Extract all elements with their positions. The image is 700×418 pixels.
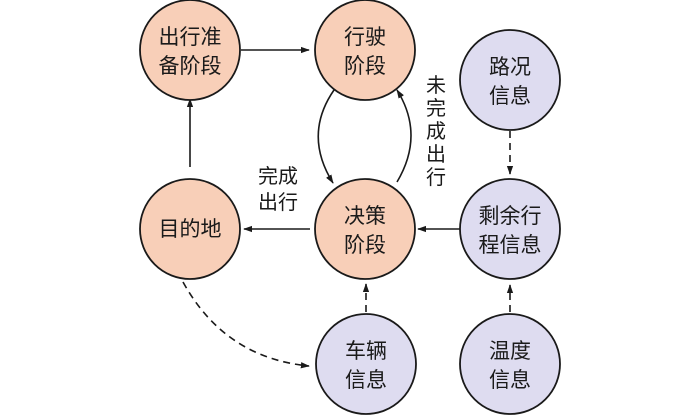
node-destination-circle (139, 178, 241, 280)
label-not-complete-char: 行 (426, 165, 446, 189)
edge-driving-to-decision (317, 89, 335, 184)
label-complete-line2: 出行 (258, 190, 298, 214)
node-road-line2: 信息 (489, 84, 531, 108)
label-not-complete-char: 完 (426, 96, 446, 120)
node-driving-circle (314, 0, 416, 101)
node-remaining-line2: 程信息 (479, 233, 542, 257)
node-driving: 行驶 阶段 (314, 0, 416, 101)
label-complete-line1: 完成 (258, 164, 298, 188)
node-road-circle (459, 29, 561, 131)
node-road-line1: 路况 (489, 55, 531, 79)
edge-destination-to-vehicle (182, 281, 310, 369)
label-complete: 完成 出行 (258, 164, 298, 214)
node-remaining-line1: 剩余行 (479, 204, 542, 228)
edges (182, 46, 514, 369)
node-temperature-line2: 信息 (489, 368, 531, 392)
node-driving-line1: 行驶 (344, 25, 386, 49)
label-not-complete-char: 未 (426, 73, 446, 97)
node-destination-line1: 目的地 (159, 217, 222, 241)
node-prep-line2: 备阶段 (159, 54, 222, 78)
node-driving-line2: 阶段 (344, 54, 386, 78)
node-vehicle-line2: 信息 (345, 368, 387, 392)
node-prep-circle (139, 0, 241, 101)
node-decision: 决策 阶段 (314, 178, 416, 280)
edge-decision-to-driving (396, 89, 412, 183)
node-vehicle: 车辆 信息 (315, 313, 417, 415)
label-not-complete: 未 完 成 出 行 (426, 73, 446, 189)
node-prep: 出行准 备阶段 (139, 0, 241, 101)
node-decision-circle (314, 178, 416, 280)
node-vehicle-circle (315, 313, 417, 415)
node-destination: 目的地 (139, 178, 241, 280)
node-remaining: 剩余行 程信息 (459, 178, 561, 280)
node-road: 路况 信息 (459, 29, 561, 131)
node-temperature-circle (459, 313, 561, 415)
node-vehicle-line1: 车辆 (345, 339, 387, 363)
node-remaining-circle (459, 178, 561, 280)
node-temperature: 温度 信息 (459, 313, 561, 415)
node-prep-line1: 出行准 (159, 25, 222, 49)
label-not-complete-char: 成 (426, 119, 446, 143)
node-decision-line2: 阶段 (344, 233, 386, 257)
label-not-complete-char: 出 (426, 142, 446, 166)
node-temperature-line1: 温度 (489, 339, 531, 363)
node-decision-line1: 决策 (344, 204, 386, 228)
